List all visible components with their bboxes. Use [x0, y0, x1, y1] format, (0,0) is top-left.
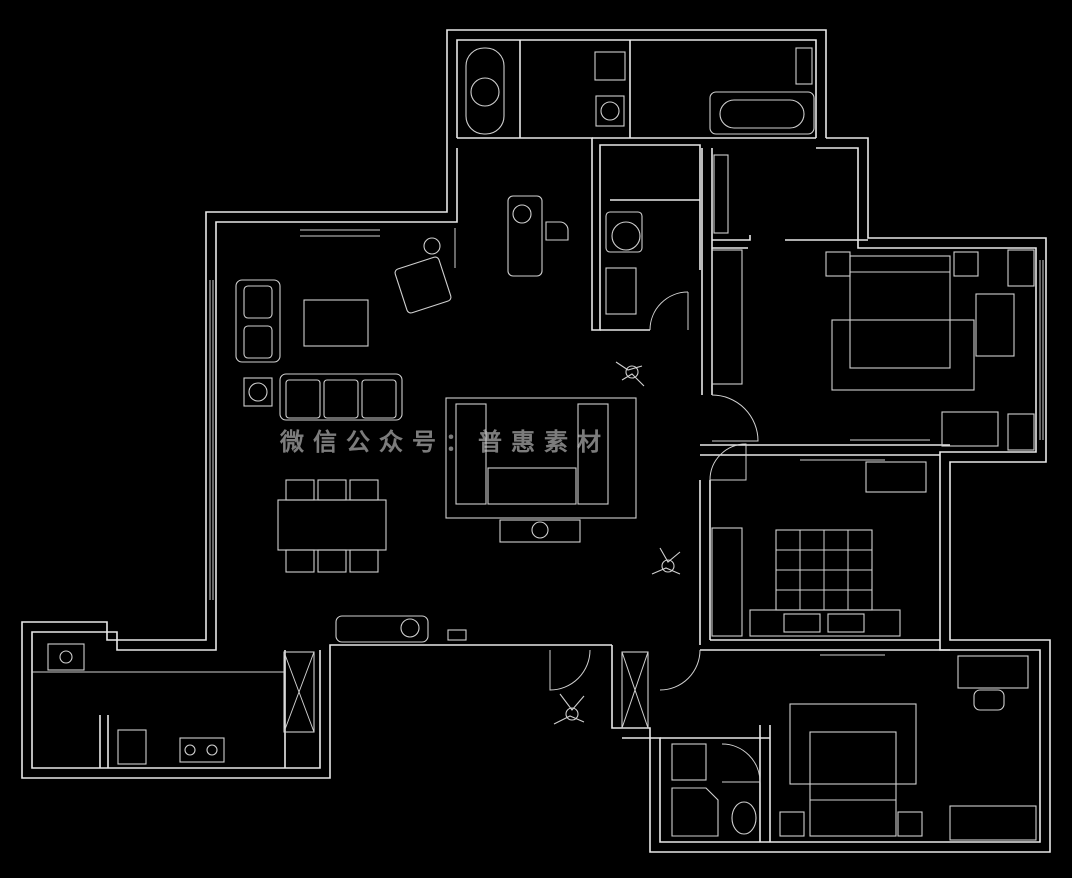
lamp-icon	[248, 382, 268, 402]
windows	[209, 229, 1044, 656]
entry	[335, 615, 701, 729]
person-icon	[553, 693, 585, 725]
bed-icon	[809, 731, 897, 837]
dining-table-icon	[277, 499, 387, 551]
toilet-icon	[611, 221, 641, 251]
living-room	[235, 228, 456, 421]
middle-bedroom	[709, 443, 901, 637]
bed-icon	[831, 319, 975, 391]
master-bedroom	[711, 249, 1035, 493]
interior-walls	[99, 40, 950, 842]
annex-fixtures	[465, 47, 815, 135]
outer-walls	[21, 29, 1051, 853]
person-icon	[615, 361, 645, 387]
toilet-icon	[731, 801, 757, 835]
watermark-text: 微信公众号：普惠素材	[280, 428, 610, 456]
wardrobe-icon	[711, 527, 743, 637]
sofa-icon	[279, 373, 403, 421]
person-icon	[651, 547, 681, 575]
bathtub-icon	[719, 99, 805, 129]
kitchen	[32, 643, 315, 765]
sink-icon	[605, 267, 637, 315]
people	[553, 361, 681, 725]
sofa-icon	[235, 279, 281, 363]
lower-bathroom	[671, 743, 761, 837]
stove-icon	[179, 737, 225, 763]
central-wardrobe	[445, 397, 637, 543]
upper-bathroom	[605, 211, 689, 331]
study-desk	[507, 195, 569, 277]
wardrobe-icon	[711, 249, 743, 385]
lower-bedroom	[779, 655, 1037, 841]
right-wardrobes	[711, 154, 743, 637]
dining-area	[277, 479, 387, 573]
